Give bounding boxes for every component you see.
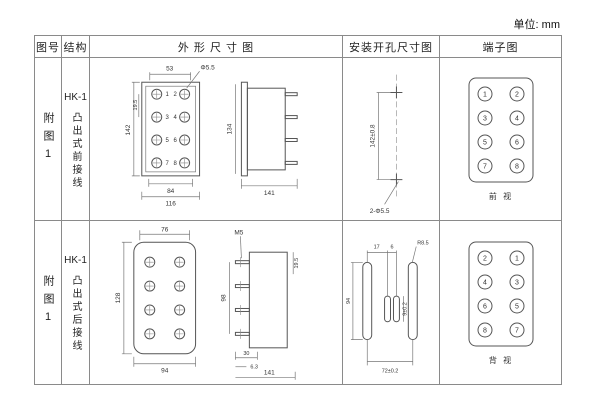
dim-label: 53 [166,65,174,72]
dim-label: 141 [264,190,275,197]
terminal-number: 2 [515,92,519,99]
terminal-number: 7 [483,164,487,171]
header-outline: 外 形 尺 寸 图 [90,36,343,58]
terminal-number: 8 [173,161,177,167]
side-view-dimensions: M5 98 19.5 30 6.3 141 [220,229,300,380]
terminal-number: 8 [483,327,487,334]
terminal-diagram-rear: 2 1 4 3 6 5 8 7 背 视 [468,241,534,365]
terminal-circles [477,250,525,337]
dim-label: 134 [226,123,233,134]
front-view-dimensions: 53 Φ5.5 142 19.5 84 116 [125,64,215,207]
mounting-dimensions: 17 6 R8.5 94 9±0.2 72±0.2 [346,240,429,374]
fig-no-2: 附图1 [42,275,54,330]
structure-cell-2: HK-1 凸出式后接线 [62,221,90,384]
dim-label: M5 [234,229,243,236]
outline-drawing-front: 1 2 3 4 5 6 7 8 53 Φ5.5 142 [125,64,298,208]
dim-label: 30 [243,350,249,356]
terminal-number: 3 [515,279,519,286]
terminal-number: 4 [483,279,487,286]
terminal-number: 6 [173,138,177,144]
model-label: HK-1 [64,92,87,103]
terminal-circles [477,86,525,174]
terminal-block-outline [468,77,534,183]
spec-table: 图号 结构 外 形 尺 寸 图 安装开孔尺寸图 端子图 附图1 HK-1 凸出式… [34,35,562,385]
view-label: 背 视 [489,355,513,365]
terminal-diagram-front: 1 2 3 4 5 6 7 8 前 视 [468,77,534,201]
header-mounting: 安装开孔尺寸图 [343,36,440,58]
dim-label: 142 [125,124,132,135]
dim-label: 2-Φ5.5 [370,208,390,215]
dim-label: 94 [161,367,169,374]
dim-label: 98 [220,294,227,302]
terminal-number: 6 [483,303,487,310]
mounting-holes [390,86,403,186]
dim-label: 94 [346,297,352,303]
dim-label: 84 [167,188,175,195]
outline-cell-2: 76 128 94 M5 9 [90,221,343,384]
mounting-drawing-rear: 17 6 R8.5 94 9±0.2 72±0.2 [346,240,429,374]
terminal-number: 5 [515,303,519,310]
dim-label: 6 [390,244,393,250]
dim-label: 76 [161,226,169,233]
terminal-cell-2: 2 1 4 3 6 5 8 7 背 视 [440,221,561,384]
side-view [240,81,298,177]
dim-label: R8.5 [417,240,429,246]
terminal-number: 5 [483,140,487,147]
mounting-cell-2: 17 6 R8.5 94 9±0.2 72±0.2 [343,221,440,384]
unit-label: 单位: mm [513,19,560,31]
side-view [234,251,288,348]
header-structure: 结构 [62,36,90,58]
terminal-number: 3 [483,116,487,123]
terminal-block-outline [468,241,534,346]
terminal-number: 1 [166,92,170,98]
mounting-drawing-front: 142±0.8 2-Φ5.5 [370,74,403,215]
dim-label: 17 [374,244,380,250]
dim-label: 9±0.2 [402,302,408,316]
view-label: 前 视 [489,191,513,201]
mounting-slots [362,261,418,340]
header-terminal: 端子图 [440,36,561,58]
side-view-dimensions: 134 141 [226,84,298,197]
dim-label: 142±0.8 [370,124,377,148]
terminal-screws [144,256,186,339]
terminal-number: 1 [483,92,487,99]
rear-view [133,241,197,354]
dim-label: 72±0.2 [382,368,399,374]
dim-label: 19.5 [133,100,139,111]
terminal-number: 5 [166,138,170,144]
fig-no-1: 附图1 [42,111,54,167]
mounting-cell-1: 142±0.8 2-Φ5.5 [343,58,440,221]
outline-drawing-rear: 76 128 94 M5 9 [115,226,300,380]
front-view: 1 2 3 4 5 6 7 8 [141,81,201,177]
rear-view-dimensions: 76 128 94 [115,226,196,374]
terminal-number: 4 [515,116,519,123]
dim-label: 6.3 [250,364,258,370]
terminal-number: 7 [166,161,170,167]
terminal-number: 7 [515,327,519,334]
header-fig-no: 图号 [35,36,62,58]
dim-label: 116 [166,201,177,208]
wiring-mode-label: 凸出式后接线 [70,275,81,353]
model-label: HK-1 [64,255,87,266]
dim-label: 19.5 [294,257,300,268]
wiring-mode-label: 凸出式前接线 [70,112,81,190]
terminal-cell-1: 1 2 3 4 5 6 7 8 前 视 [440,58,561,221]
terminal-number: 8 [515,164,519,171]
terminal-screws [151,88,191,169]
structure-cell-1: HK-1 凸出式前接线 [62,58,90,221]
terminal-number: 4 [173,115,177,121]
terminal-number: 3 [166,115,170,121]
terminal-number: 6 [515,140,519,147]
terminal-number: 2 [483,255,487,262]
dim-label: 128 [115,292,122,303]
dim-label: Φ5.5 [201,64,216,71]
outline-cell-1: 1 2 3 4 5 6 7 8 53 Φ5.5 142 [90,58,343,221]
dim-label: 141 [264,369,275,376]
terminal-number: 1 [515,255,519,262]
terminal-number: 2 [173,92,177,98]
mounting-dimensions: 142±0.8 2-Φ5.5 [370,92,399,215]
